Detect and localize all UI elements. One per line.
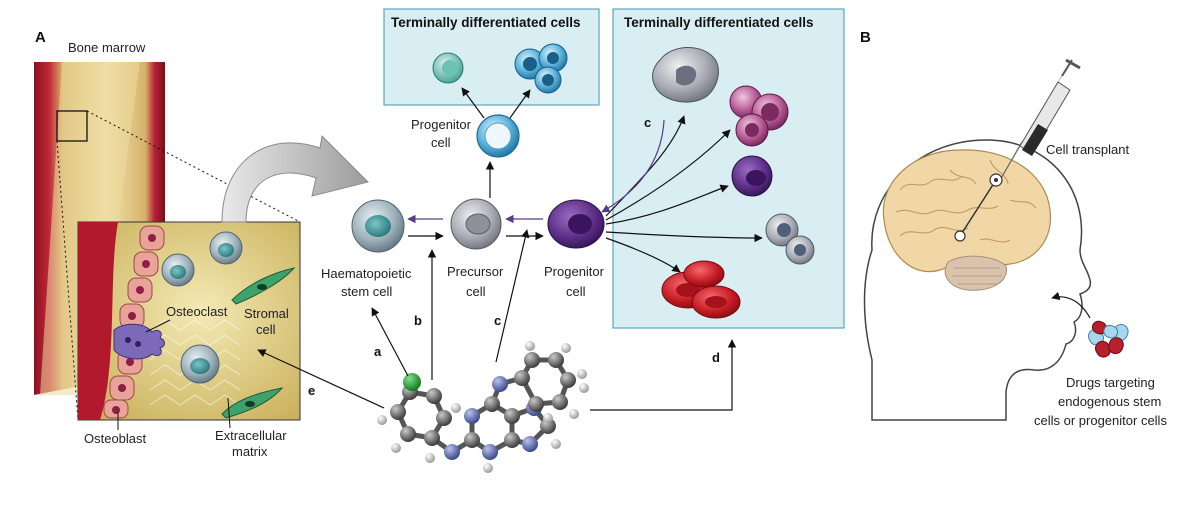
arrow-letter-c-lower: c [494, 313, 501, 328]
teal-terminal-cell [432, 52, 464, 84]
top-progenitor-cell [476, 114, 520, 158]
progenitor-label-1: Progenitor [544, 264, 605, 279]
arrow-letter-c-upper: c [644, 115, 651, 130]
top-progenitor-label-1: Progenitor [411, 117, 472, 132]
differentiation-arrow-fan [605, 115, 763, 273]
small-molecule-drug [377, 341, 589, 473]
precursor-cell [450, 198, 502, 250]
arrow-to-blue-cells [509, 89, 531, 119]
arrow-drugs-to-head [1051, 291, 1091, 319]
arrow-letter-a: a [374, 344, 382, 359]
precursor-label-1: Precursor [447, 264, 504, 279]
precursor-label-2: cell [466, 284, 486, 299]
arrow-letter-e: e [308, 383, 315, 398]
stromal-label-1: Stromal [244, 306, 289, 321]
drug-capsules [1088, 320, 1129, 358]
stromal-label-2: cell [256, 322, 276, 337]
drugs-label-2: endogenous stem [1058, 394, 1161, 409]
brain [882, 149, 1051, 291]
osteoclast-label: Osteoclast [166, 304, 228, 319]
arrow-to-teal-cell [461, 87, 485, 119]
progenitor-cell-purple [547, 199, 605, 249]
panel-b-label: B [860, 29, 871, 46]
drugs-label-1: Drugs targeting [1066, 375, 1155, 390]
terminal-box-right [612, 8, 845, 329]
arrow-a-to-hsc [371, 307, 409, 377]
osteoclast-pointer [145, 319, 171, 333]
arrow-letter-d: d [712, 350, 720, 365]
zoom-line-bottom [56, 140, 79, 421]
arrow-letter-b: b [414, 313, 422, 328]
terminal-box-right-title: Terminally differentiated cells [624, 15, 814, 30]
osteoblast-label: Osteoblast [84, 431, 147, 446]
terminal-box-top-title: Terminally differentiated cells [391, 15, 581, 30]
red-blood-cells [661, 260, 741, 319]
cell-transplant-label: Cell transplant [1046, 142, 1129, 157]
grey-macrophage-cell [652, 46, 719, 103]
dark-purple-cell [731, 155, 773, 197]
ecm-pointer [227, 397, 231, 429]
hsc-label-1: Haematopoietic [321, 266, 412, 281]
ecm-label-2: matrix [232, 444, 268, 459]
arrow-e-to-niche [257, 349, 385, 409]
magenta-granulocyte-cells [729, 85, 789, 147]
bone-marrow-niche-inset [77, 221, 301, 421]
grey-blue-cells [765, 213, 815, 265]
arrow-c-to-progenitor [495, 229, 530, 363]
panel-a-label: A [35, 29, 46, 46]
zoom-line-top [86, 110, 301, 223]
syringe [999, 58, 1081, 181]
top-progenitor-label-2: cell [431, 135, 451, 150]
progenitor-label-2: cell [566, 284, 586, 299]
bone-marrow-label: Bone marrow [68, 40, 146, 55]
hsc-label-2: stem cell [341, 284, 392, 299]
ecm-label-1: Extracellular [215, 428, 287, 443]
injection-track [954, 173, 1003, 242]
haematopoietic-stem-cell [351, 199, 405, 253]
reverse-arrow-terminal-to-progenitor [601, 119, 665, 213]
arrow-d-to-terminal-cells [590, 339, 737, 411]
migration-curved-arrow [221, 134, 369, 223]
zoom-square [56, 110, 88, 142]
blue-terminal-cell-cluster [514, 43, 568, 94]
drugs-label-3: cells or progenitor cells [1034, 413, 1167, 428]
